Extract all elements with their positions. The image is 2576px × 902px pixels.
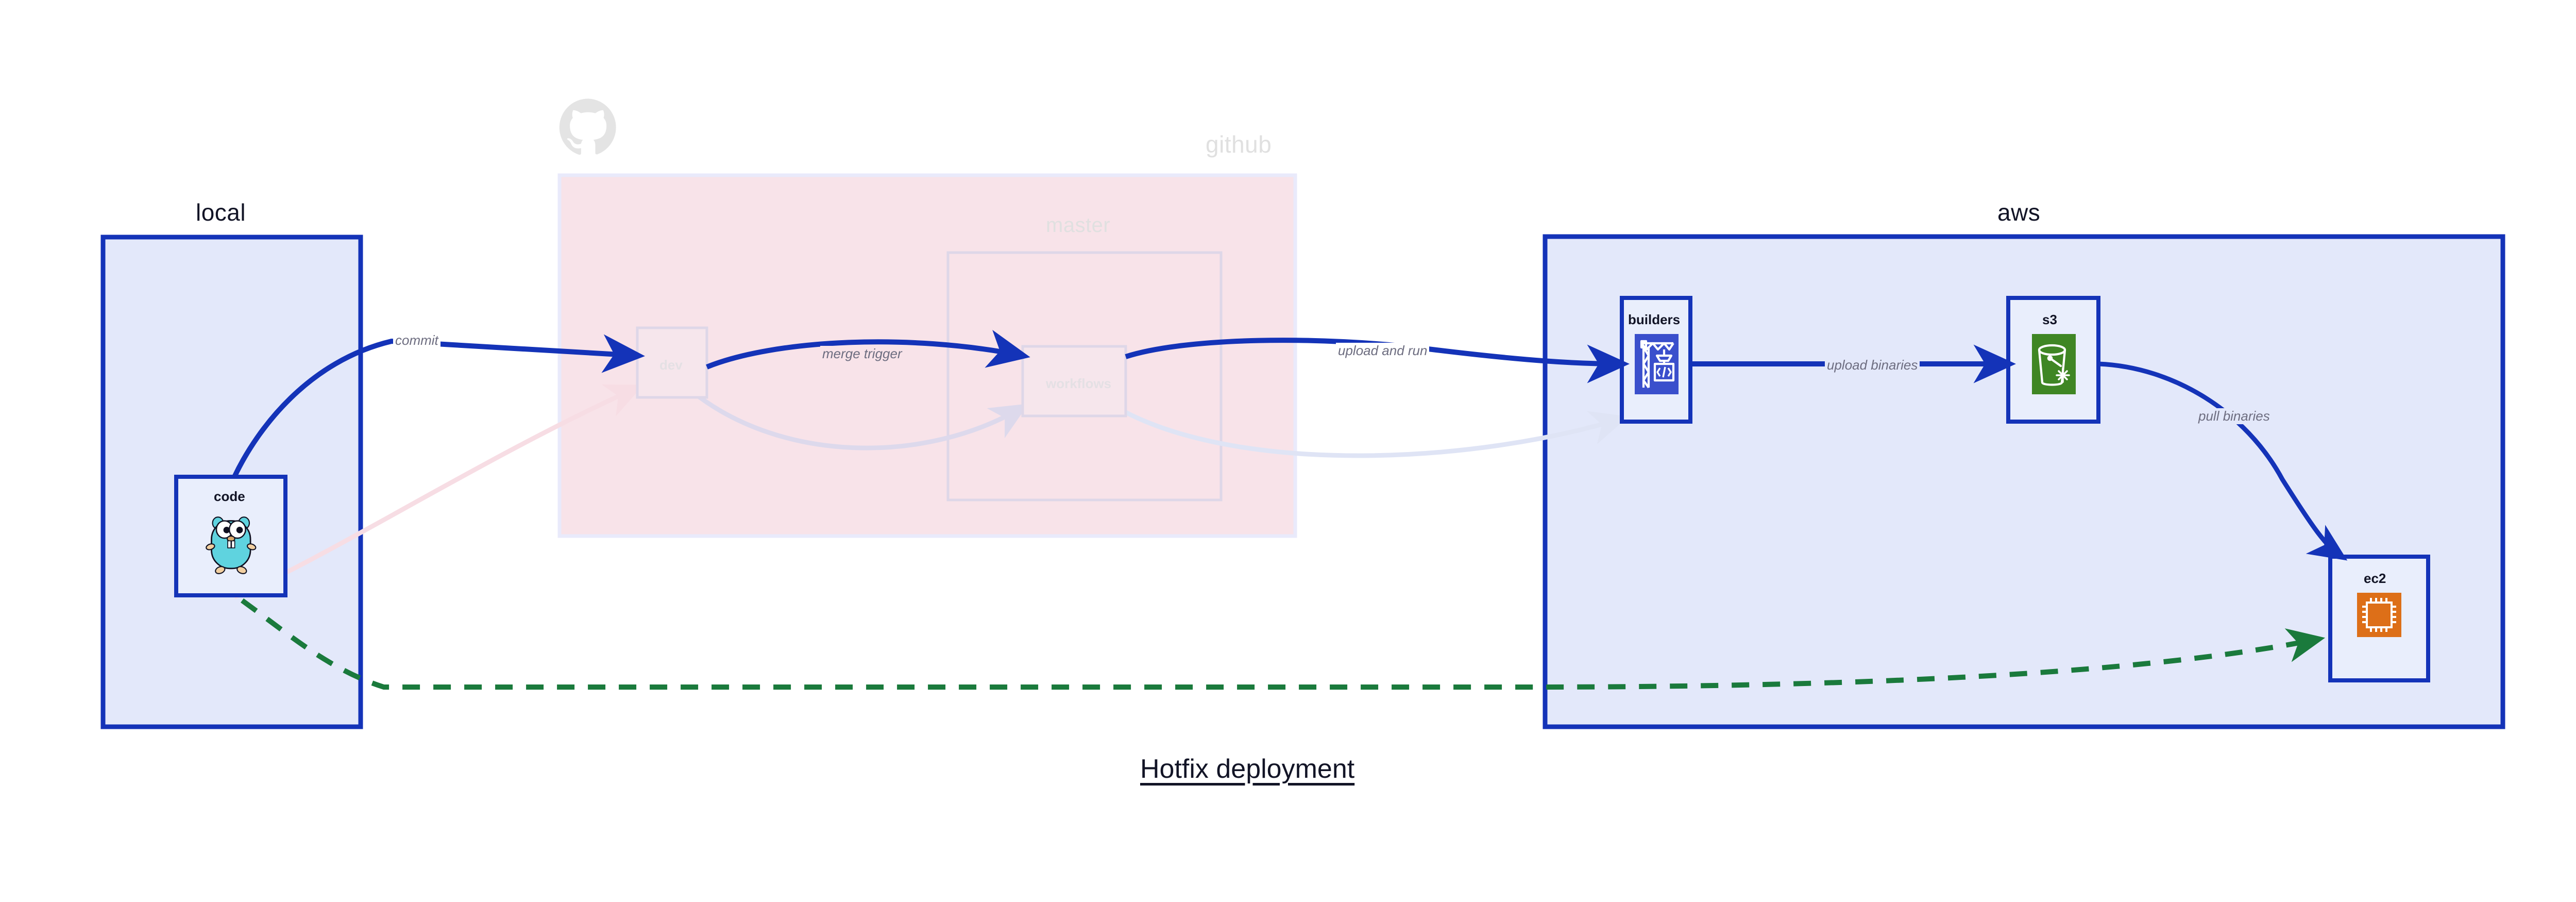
faded-edge-workflows-builders bbox=[1124, 410, 1629, 458]
aws-s3-bucket-icon bbox=[2032, 334, 2076, 394]
node-workflows[interactable] bbox=[1021, 345, 1127, 417]
zone-label-local: local bbox=[196, 199, 246, 226]
edge-commit bbox=[232, 334, 645, 478]
edge-label-pull-binaries: pull binaries bbox=[2196, 408, 2272, 424]
edge-pull-binaries bbox=[2098, 361, 2348, 561]
faded-edge-dev-workflows bbox=[691, 390, 1029, 450]
edge-merge-trigger bbox=[706, 330, 1030, 370]
aws-builders-crane-icon bbox=[1635, 334, 1679, 394]
go-gopher-icon bbox=[206, 516, 257, 574]
zone-label-aws: aws bbox=[1997, 199, 2041, 226]
zone-label-github: github bbox=[1206, 131, 1272, 158]
edge-label-upload-binaries: upload binaries bbox=[1825, 357, 1920, 373]
zone-label-master: master bbox=[1046, 214, 1111, 237]
edge-hotfix-direct bbox=[241, 598, 2326, 690]
node-label-workflows: workflows bbox=[1046, 376, 1112, 391]
github-octocat-icon bbox=[559, 98, 616, 155]
aws-ec2-chip-icon bbox=[2357, 593, 2401, 637]
node-label-builders: builders bbox=[1628, 312, 1681, 327]
diagram-title: Hotfix deployment bbox=[1140, 754, 1355, 784]
node-label-ec2: ec2 bbox=[2364, 571, 2386, 586]
node-label-s3: s3 bbox=[2042, 312, 2057, 327]
edge-label-merge-trigger: merge trigger bbox=[820, 346, 904, 362]
edge-label-commit: commit bbox=[393, 332, 440, 348]
zone-master bbox=[946, 251, 1223, 502]
node-label-code: code bbox=[214, 489, 245, 504]
edge-label-upload-and-run: upload and run bbox=[1336, 343, 1430, 359]
node-label-dev: dev bbox=[659, 357, 683, 373]
